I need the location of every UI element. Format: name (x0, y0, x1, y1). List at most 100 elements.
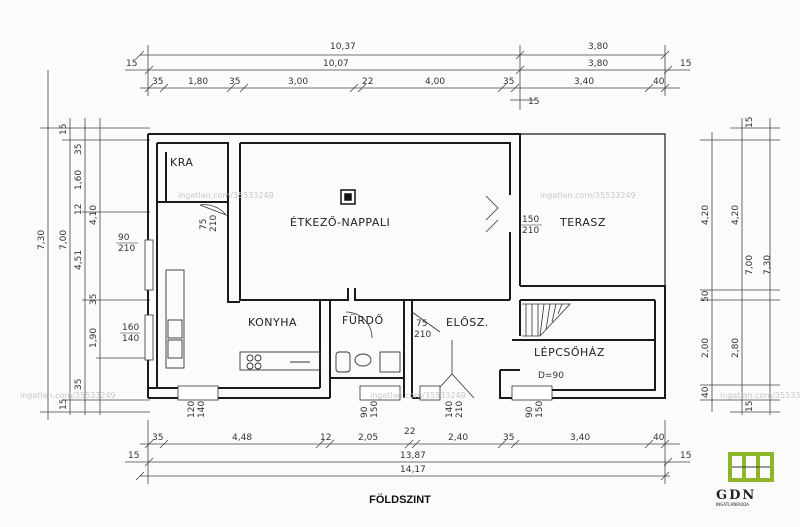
dim-top-seg: 40 (653, 77, 665, 87)
watermark: ingatlan.com/35533249 (720, 391, 800, 400)
kitchen-fixtures (165, 269, 321, 371)
dim-mid-a: 10,07 (323, 59, 349, 69)
dim-bottom-seg: 2,40 (448, 433, 468, 443)
opening-label: 120 (187, 401, 197, 418)
left-dimension-labels: 7,30 7,00 4,10 15 35 1,60 12 4,51 35 1,9… (37, 124, 99, 410)
dim-bottom-seg: 3,40 (570, 433, 590, 443)
dim-bottom-seg: 35 (152, 433, 163, 443)
dim-top-seg: 3,40 (574, 77, 594, 87)
opening-label: 140 (445, 401, 455, 418)
dim-left-c: 35 (74, 379, 84, 390)
watermark: ingatlan.com/35533249 (20, 391, 116, 400)
bottom-dimension-labels: 35 4,48 12 2,05 22 2,40 35 3,40 40 15 13… (128, 427, 691, 475)
opening-label: 75 (199, 219, 209, 230)
dim-top-seg: 35 (229, 77, 240, 87)
opening-label: 210 (209, 215, 219, 232)
opening-label: 210 (522, 226, 539, 236)
opening-label: 90 (525, 406, 535, 418)
stair-note: D=90 (538, 371, 564, 381)
dim-bottom-overall: 14,17 (400, 465, 426, 475)
dim-top-seg: 35 (152, 77, 163, 87)
opening-label: 150 (522, 215, 539, 225)
dim-left-c: 35 (89, 294, 99, 305)
bathroom-fixtures (335, 351, 401, 373)
dim-right-a: 7,00 (745, 255, 755, 275)
opening-label: 210 (455, 401, 465, 418)
right-dimension-labels: 4,20 4,20 7,00 7,30 2,00 2,80 15 15 50 4… (701, 117, 773, 412)
dim-bottom-edge-right: 15 (680, 451, 691, 461)
dim-top-seg: 3,00 (288, 77, 308, 87)
dim-edge-right: 15 (680, 59, 691, 69)
dim-left-c: 4,51 (74, 250, 84, 270)
dim-right-b: 4,20 (731, 205, 741, 225)
room-label-terasz: TERASZ (559, 216, 606, 229)
opening-labels: 90 210 75 210 160 140 150 210 75 210 120… (116, 215, 564, 418)
room-label-furdo: FÜRDŐ (342, 313, 384, 327)
windows (144, 239, 553, 401)
dim-left-outer: 7,30 (37, 230, 47, 250)
dim-top-seg: 1,80 (188, 77, 208, 87)
dim-left-c: 1,60 (74, 170, 84, 190)
dim-left-c: 15 (59, 399, 69, 410)
dim-right-outer: 7,30 (763, 255, 773, 275)
dim-right-small: 40 (701, 386, 711, 398)
dim-right-small: 15 (745, 401, 755, 412)
room-label-konyha: KONYHA (248, 316, 297, 329)
watermark: ingatlan.com/35533249 (540, 191, 636, 200)
opening-label: 160 (122, 323, 139, 333)
dim-left-c: 1,90 (89, 328, 99, 348)
dim-top-seg: 4,00 (425, 77, 445, 87)
room-label-kra: KRA (170, 156, 193, 169)
dim-right-small: 15 (745, 117, 755, 128)
room-label-etkezo: ÉTKEZŐ-NAPPALI (290, 215, 390, 229)
room-label-lepcsohaz: LÉPCSŐHÁZ (534, 345, 605, 359)
watermark: ingatlan.com/35533249 (370, 391, 466, 400)
dim-top-seg: 22 (362, 77, 373, 87)
top-dimension-lines (125, 45, 690, 110)
gdn-logo: GDN INGATLANIRODA (716, 452, 774, 507)
dim-bottom-seg: 22 (404, 427, 415, 437)
opening-label: 150 (370, 401, 380, 418)
dim-bottom-seg: 35 (503, 433, 514, 443)
watermark: ingatlan.com/35533249 (178, 191, 274, 200)
dim-top-seg: 35 (503, 77, 514, 87)
dim-bottom-edge-left: 15 (128, 451, 139, 461)
dim-right-small: 50 (701, 290, 711, 302)
dim-left-c: 35 (74, 144, 84, 155)
floor-title: FÖLDSZINT (369, 494, 431, 506)
opening-label: 90 (118, 233, 130, 243)
chimney (340, 189, 356, 205)
staircase (522, 303, 571, 337)
left-dimension-lines (40, 70, 150, 420)
dim-bottom-seg: 4,48 (232, 433, 252, 443)
dim-right-b: 4,20 (701, 205, 711, 225)
dim-mid-b: 3,80 (588, 59, 608, 69)
bottom-dimension-lines (125, 420, 690, 484)
dim-bottom-seg: 12 (320, 433, 331, 443)
dim-right-c: 2,00 (701, 338, 711, 358)
right-dimension-lines (700, 118, 780, 415)
room-label-elosz: ELŐSZ. (446, 315, 489, 329)
logo-subtitle: INGATLANIRODA (716, 502, 749, 507)
logo-text: GDN (716, 488, 756, 503)
opening-label: 210 (414, 330, 431, 340)
dim-bottom-seg: 40 (653, 433, 665, 443)
dim-edge-left: 15 (126, 59, 137, 69)
dim-bottom-mid: 13,87 (400, 451, 426, 461)
opening-label: 90 (360, 406, 370, 418)
watermarks: ingatlan.com/35533249 ingatlan.com/35533… (20, 191, 800, 400)
dim-overall-a: 10,37 (330, 42, 356, 52)
opening-label: 210 (118, 244, 135, 254)
dim-overall-b: 3,80 (588, 42, 608, 52)
dim-left-b: 4,10 (89, 205, 99, 225)
dim-top-below: 15 (528, 97, 539, 107)
dim-right-c: 2,80 (731, 338, 741, 358)
top-dimension-labels: 10,37 3,80 15 10,07 3,80 15 35 1,80 35 3… (126, 42, 691, 107)
dim-left-c: 12 (74, 204, 84, 215)
door-swings (199, 195, 499, 399)
opening-label: 140 (197, 401, 207, 418)
room-labels: KRA ÉTKEZŐ-NAPPALI TERASZ KONYHA FÜRDŐ E… (170, 156, 606, 359)
opening-label: 140 (122, 334, 139, 344)
